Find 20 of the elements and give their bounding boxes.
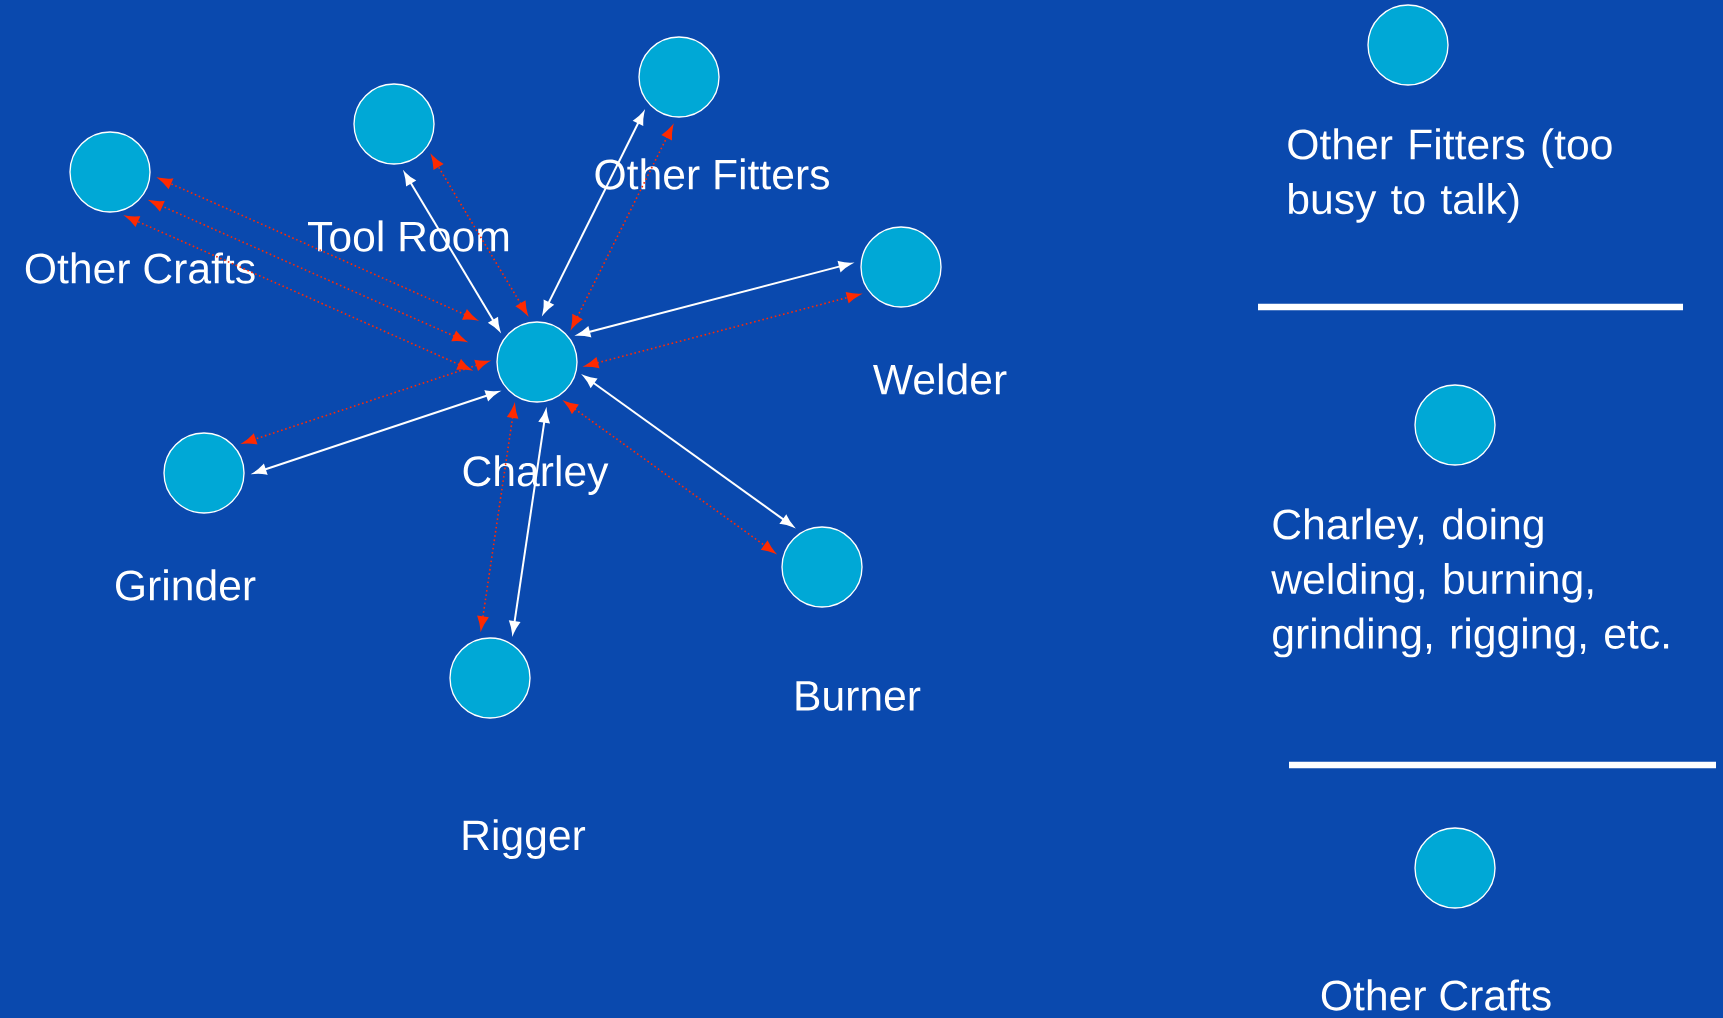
node-label: Rigger	[463, 819, 586, 859]
arrow	[564, 401, 776, 554]
node-label: Welder	[873, 363, 1007, 395]
arrow	[584, 292, 861, 369]
node-label: Grinder	[116, 569, 256, 601]
node-label: Burner	[796, 681, 921, 711]
arrow	[542, 111, 645, 314]
arrow	[583, 375, 794, 527]
arrow	[125, 215, 471, 371]
arrow	[150, 200, 467, 342]
node-label: Other Fitters (too busy to talk)	[1288, 128, 1612, 223]
arrow	[577, 261, 852, 338]
node-label: Other Crafts	[25, 252, 255, 284]
node-label: Other Crafts	[1321, 979, 1551, 1011]
arrow	[253, 390, 499, 475]
node-label: Charley, doing welding, burning, grinding, rigging, etc.	[1271, 508, 1669, 658]
arrow	[477, 404, 519, 630]
arrow	[571, 125, 674, 329]
arrow	[242, 360, 489, 445]
arrow	[158, 177, 477, 321]
